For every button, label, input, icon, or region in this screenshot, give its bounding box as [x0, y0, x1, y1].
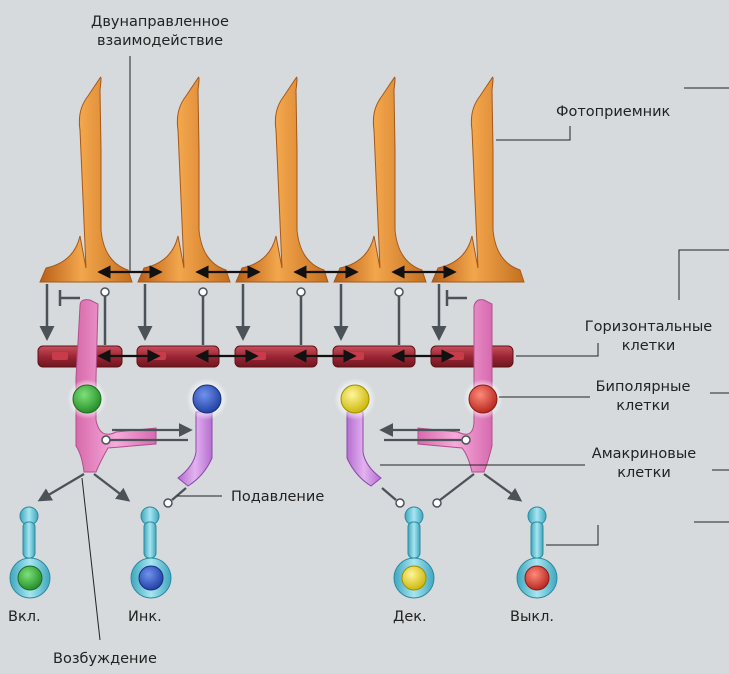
label-amacrine: Амакриновые клетки: [574, 445, 714, 483]
label-bidirectional-line1: Двунаправленное: [40, 13, 280, 32]
ganglion-cells-row: [10, 507, 557, 598]
amacrine-connections: [102, 430, 470, 444]
photoreceptor-cell: [334, 77, 426, 282]
vertical-connections: [47, 284, 467, 345]
label-ganglion-on: Вкл.: [8, 608, 41, 627]
label-horizontal: Горизонтальные клетки: [566, 318, 729, 356]
label-horizontal-line2: клетки: [566, 337, 729, 356]
label-bidirectional-line2: взаимодействие: [40, 32, 280, 51]
label-bidirectional: Двунаправленное взаимодействие: [40, 13, 280, 51]
amacrine-cell-right: [334, 378, 381, 486]
label-amacrine-line2: клетки: [574, 464, 714, 483]
bipolar-cell-left: [67, 300, 156, 472]
label-inhibition: Подавление: [231, 488, 324, 507]
amacrine-cell-left: [178, 378, 228, 486]
label-horizontal-line1: Горизонтальные: [566, 318, 729, 337]
label-excitation: Возбуждение: [53, 650, 157, 669]
ganglion-cell-on: [10, 507, 50, 598]
label-bipolar-line1: Биполярные: [580, 378, 706, 397]
label-bipolar-line2: клетки: [580, 397, 706, 416]
photoreceptor-cell: [236, 77, 328, 282]
ganglion-cell-dec: [394, 507, 434, 598]
label-bipolar: Биполярные клетки: [580, 378, 706, 416]
label-ganglion-inc: Инк.: [128, 608, 162, 627]
ganglion-cell-inc: [131, 507, 171, 598]
label-amacrine-line1: Амакриновые: [574, 445, 714, 464]
photoreceptor-row: [40, 77, 524, 282]
photoreceptor-cell: [138, 77, 230, 282]
photoreceptor-cell: [432, 77, 524, 282]
ganglion-cell-off: [517, 507, 557, 598]
label-ganglion-off: Выкл.: [510, 608, 554, 627]
photoreceptor-cell: [40, 77, 132, 282]
bipolar-cell-right: [418, 300, 503, 472]
label-photoreceptor: Фотоприемник: [556, 103, 670, 122]
label-ganglion-dec: Дек.: [393, 608, 427, 627]
